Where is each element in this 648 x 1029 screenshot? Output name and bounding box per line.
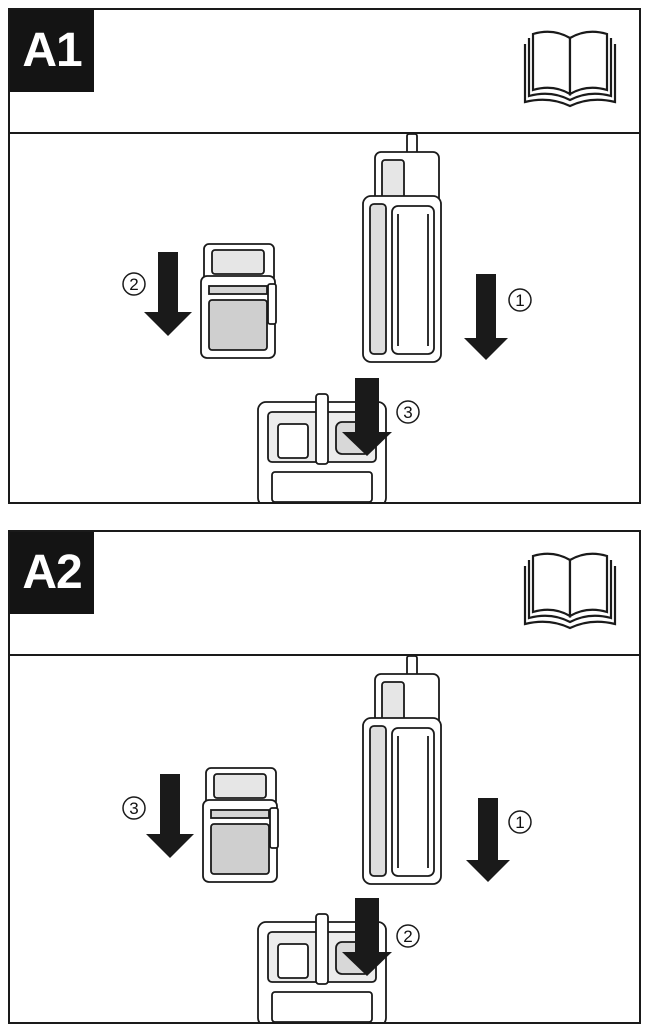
panel-header: A2 bbox=[10, 532, 639, 656]
device-unit bbox=[362, 134, 442, 363]
assembly-illustration: 1 3 2 bbox=[122, 656, 532, 1022]
arrow-down-icon bbox=[464, 274, 508, 360]
battery-pack bbox=[202, 767, 279, 883]
panel-a1: A1 bbox=[8, 8, 641, 504]
step-number-base: 2 bbox=[396, 924, 420, 948]
step-number-battery: 3 bbox=[122, 796, 146, 820]
open-book-icon bbox=[523, 552, 617, 630]
step-number-battery: 2 bbox=[122, 272, 146, 296]
arrow-down-icon bbox=[466, 798, 510, 882]
step-number-base: 3 bbox=[396, 400, 420, 424]
assembly-illustration: 1 2 3 bbox=[122, 134, 532, 502]
svg-text:3: 3 bbox=[129, 799, 138, 818]
arrow-down-icon bbox=[146, 774, 194, 858]
svg-text:1: 1 bbox=[515, 813, 524, 832]
svg-text:2: 2 bbox=[403, 927, 412, 946]
step-number-device: 1 bbox=[508, 288, 532, 312]
svg-text:1: 1 bbox=[515, 291, 524, 310]
base-unit bbox=[257, 913, 387, 1022]
panel-body: 1 3 2 bbox=[10, 656, 639, 1022]
device-unit bbox=[362, 656, 442, 885]
panel-a2: A2 bbox=[8, 530, 641, 1024]
panel-body: 1 2 3 bbox=[10, 134, 639, 502]
open-book-icon bbox=[523, 30, 617, 108]
svg-text:3: 3 bbox=[403, 403, 412, 422]
panel-label: A2 bbox=[10, 532, 94, 614]
panel-label: A1 bbox=[10, 10, 94, 92]
battery-pack bbox=[200, 243, 277, 359]
arrow-down-icon bbox=[342, 378, 392, 456]
arrow-down-icon bbox=[342, 898, 392, 976]
step-number-device: 1 bbox=[508, 810, 532, 834]
panel-header: A1 bbox=[10, 10, 639, 134]
arrow-down-icon bbox=[144, 252, 192, 336]
svg-text:2: 2 bbox=[129, 275, 138, 294]
